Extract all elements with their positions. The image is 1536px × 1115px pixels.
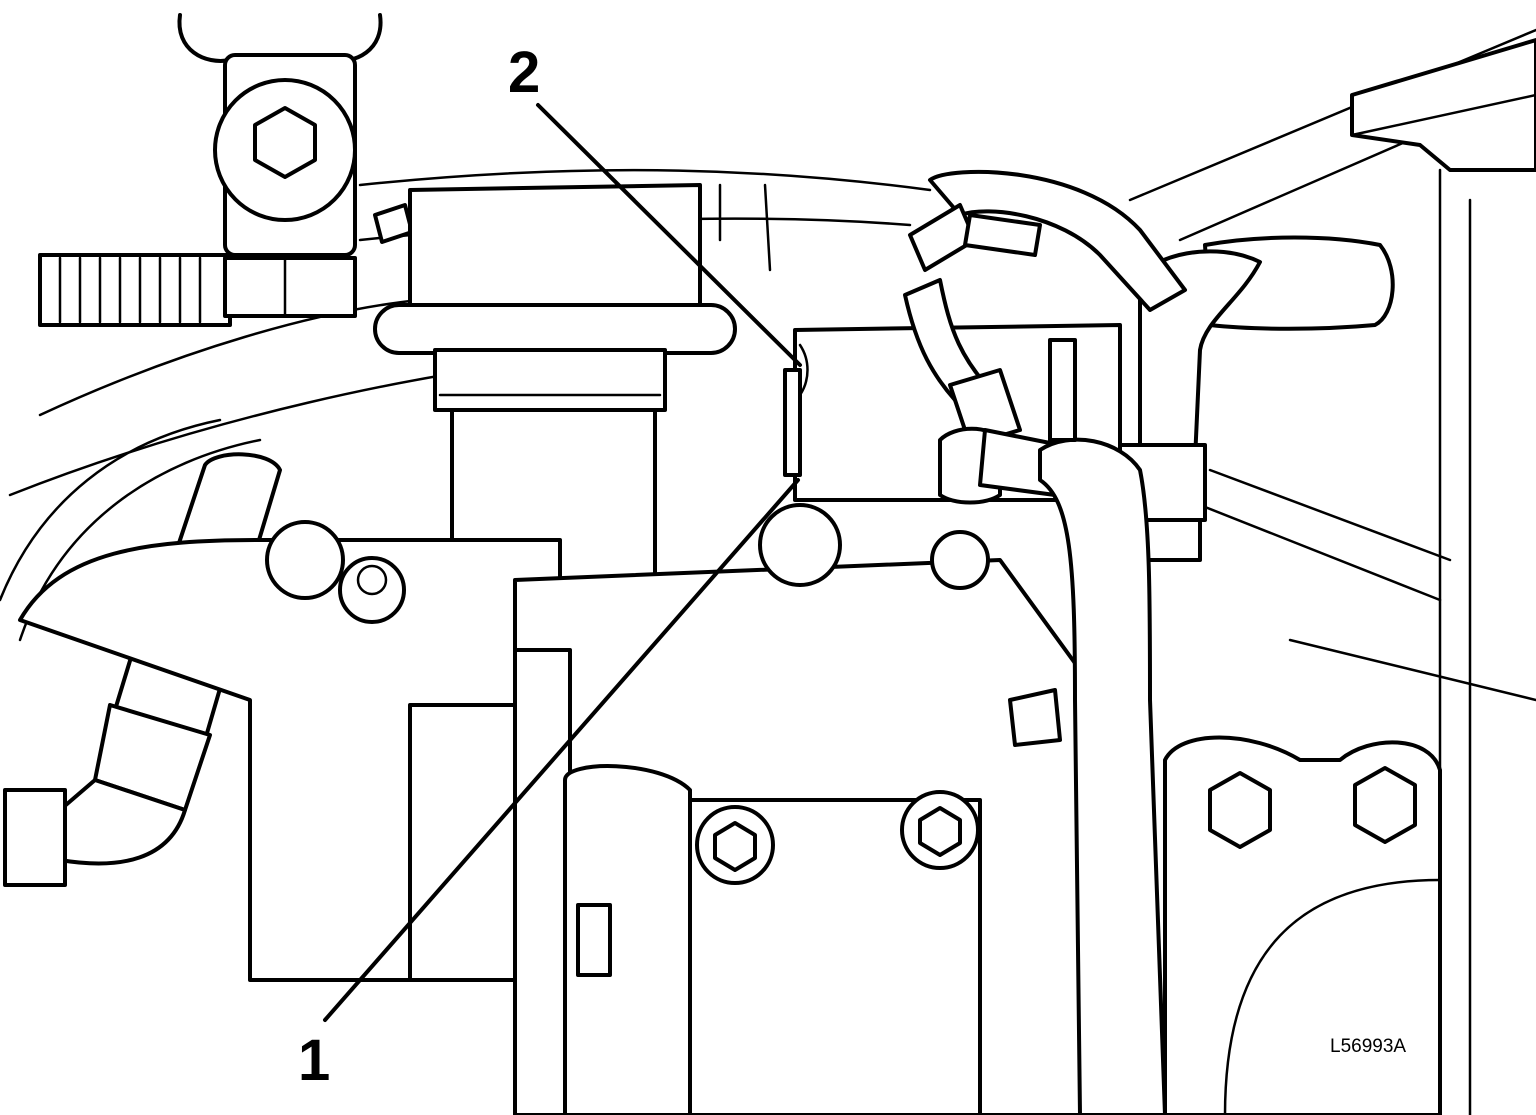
vertical-pipe: [1038, 338, 1167, 1115]
figure-reference-code: L56993A: [1330, 1036, 1406, 1057]
pump-block: [18, 538, 1082, 1115]
callout-1-label: 1: [298, 1028, 330, 1093]
filler-plug: [177, 13, 414, 318]
wedge-bracket: [1350, 38, 1536, 172]
callout-2-leader: [536, 103, 802, 367]
pump-bolts: [265, 503, 1062, 885]
callout-1-leader: [323, 478, 800, 1022]
corrugated-intake: [38, 253, 232, 327]
right-flange: [1163, 735, 1442, 1115]
callout-2-label: 2: [508, 40, 540, 105]
callout-leaders: [323, 103, 802, 1022]
